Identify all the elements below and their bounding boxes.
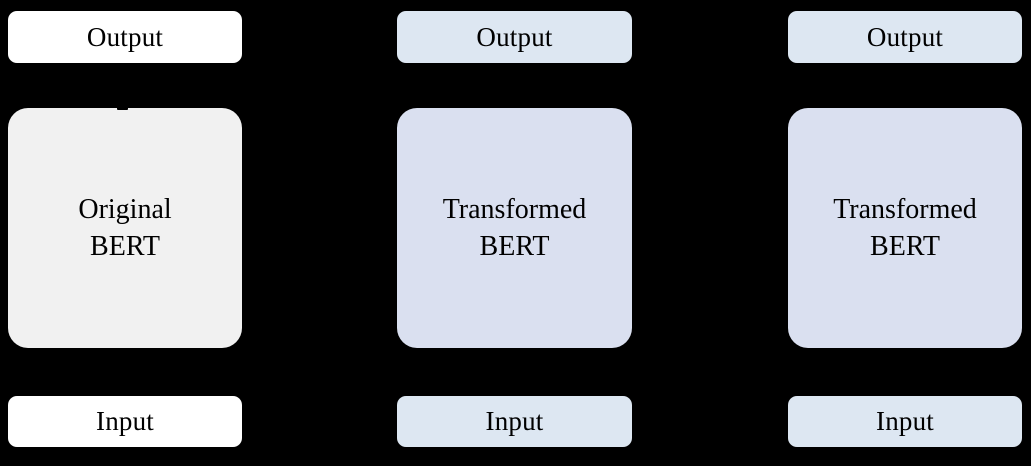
input-box-original: Input [8,396,242,447]
model-label-line-2: BERT [90,231,160,262]
model-box-original: Original BERT [8,108,242,348]
output-box-transformed-2: Output [788,11,1022,63]
output-box-original: Output [8,11,242,63]
model-label-line-2: BERT [479,231,550,262]
output-label: Output [866,21,944,52]
model-label-line-1: Original [78,193,172,225]
output-label: Output [86,21,164,52]
input-box-transformed-1: Input [397,396,632,447]
model-label-line-1: Transformed [833,193,977,225]
model-label-line-2: BERT [870,231,940,262]
input-label: Input [96,406,154,436]
input-label: Input [876,406,934,436]
output-label: Output [476,21,553,52]
model-label-line-1: Transformed [442,193,587,225]
pipeline-column-original: Output Original BERT Input [8,0,242,466]
pipeline-column-transformed-2: Output Transformed BERT Input [788,0,1022,466]
output-box-transformed-1: Output [397,11,632,63]
input-box-transformed-2: Input [788,396,1022,447]
pipeline-column-transformed-1: Output Transformed BERT Input [397,0,632,466]
model-box-transformed-2: Transformed BERT [788,108,1022,348]
model-box-transformed-1: Transformed BERT [397,108,632,348]
model-box-top-notch-marker [117,107,128,110]
input-label: Input [485,406,544,436]
